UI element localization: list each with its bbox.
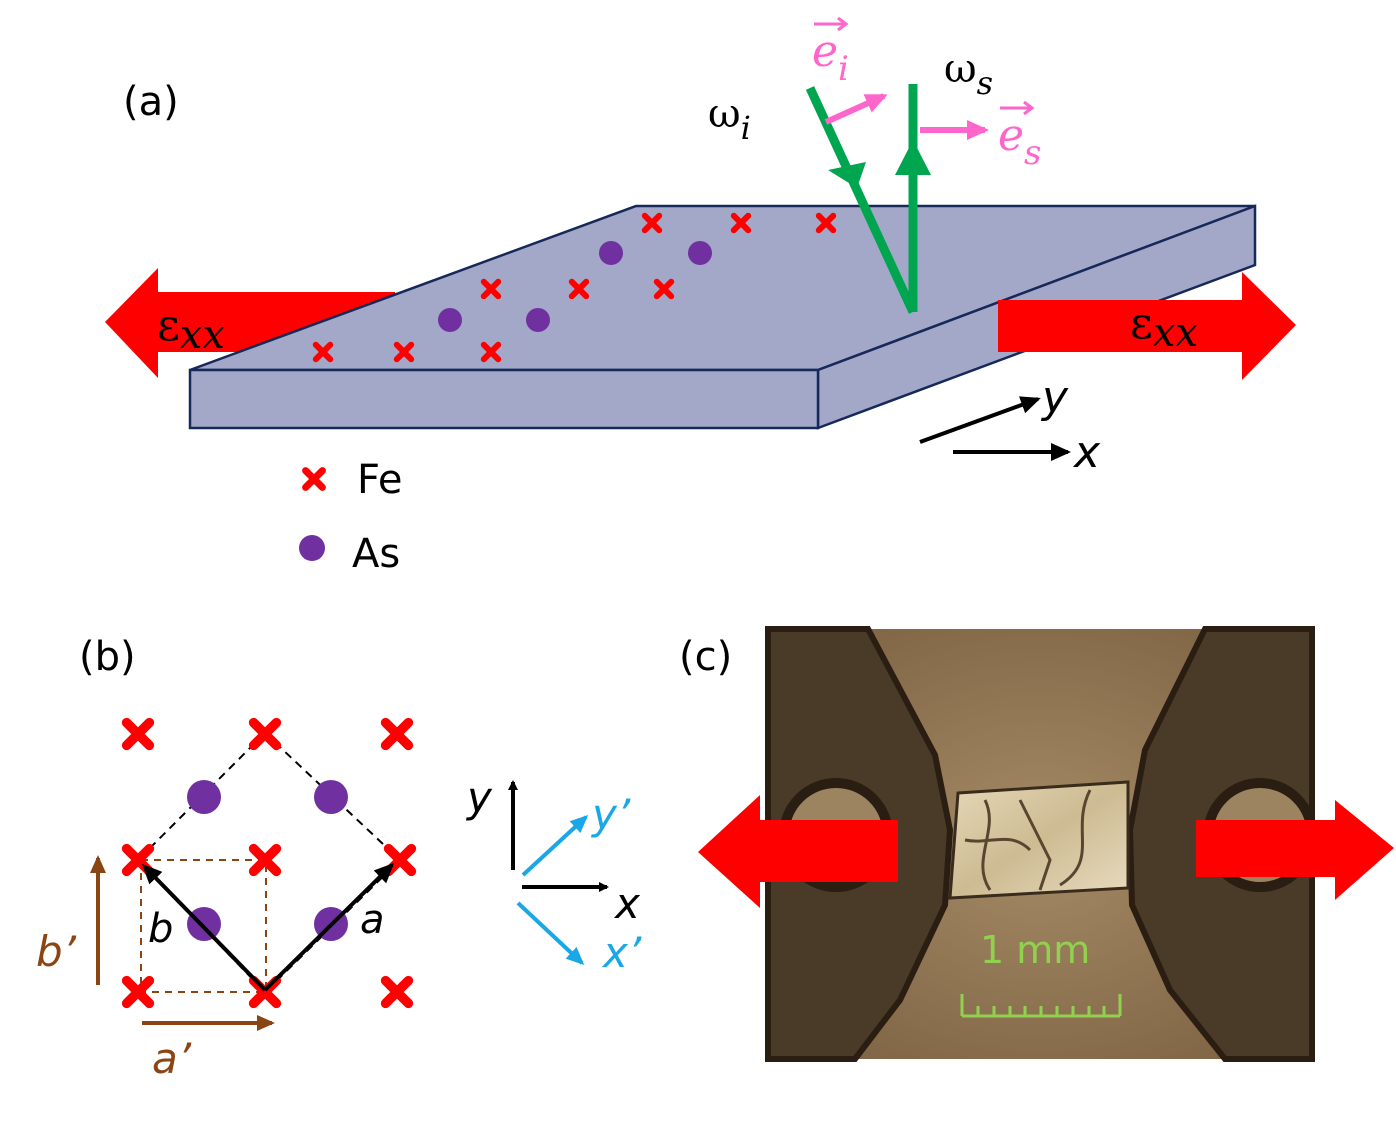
as-atom <box>314 780 348 814</box>
incident-beam <box>805 86 918 314</box>
legend-fe-label: Fe <box>357 457 402 503</box>
lattice-vector-a <box>263 862 395 992</box>
slab-front-face <box>188 368 820 430</box>
as-cell-dashed-square <box>136 731 402 994</box>
as-atom <box>688 241 712 265</box>
strain-arrow-photo-right <box>1196 800 1394 900</box>
fe-atom <box>386 723 409 746</box>
as-atom <box>526 308 550 332</box>
panel-b-label: (b) <box>79 634 136 680</box>
omega-incident-label: ωi <box>708 91 751 147</box>
axis-b-x-label: x <box>613 879 641 928</box>
scale-bar-label: 1 mm <box>980 928 1090 972</box>
svg-text:ei: ei <box>812 26 849 89</box>
axes-a: y x <box>919 372 1101 478</box>
fe-cell-dashed-square <box>140 859 267 993</box>
axis-b-y-prime-label: y’ <box>590 790 631 839</box>
fe-atom <box>389 849 412 872</box>
as-atoms-slab <box>438 241 712 332</box>
e-incident-label: ei <box>812 16 849 89</box>
fe-atom <box>254 723 277 746</box>
scattered-beam <box>895 84 931 312</box>
e-scattered-label: es <box>998 100 1042 173</box>
as-atom <box>438 308 462 332</box>
omega-scattered-label: ωs <box>944 46 993 102</box>
legend: Fe As <box>299 457 402 577</box>
axes-b: y x y’ x’ <box>465 773 642 977</box>
axis-a-y-arrow <box>919 396 1041 444</box>
lattice-b-label: b <box>148 906 173 952</box>
lattice-vector-b <box>141 863 267 992</box>
strain-label-left: εxx <box>157 300 225 358</box>
axis-b-y-label: y <box>465 773 493 822</box>
fe-atom <box>127 723 150 746</box>
lattice-a-label: a <box>360 897 385 943</box>
legend-fe-icon <box>306 471 323 488</box>
scale-bar <box>960 994 1122 1018</box>
strain-arrow-right <box>998 272 1296 380</box>
legend-as-label: As <box>352 531 400 577</box>
axis-b-y-prime-arrow <box>521 814 589 877</box>
panel-a-label: (a) <box>123 79 179 125</box>
crystal-cracks <box>964 789 1092 891</box>
lattice-a-prime-label: a’ <box>152 1034 192 1083</box>
strain-arrow-photo-left <box>698 795 898 908</box>
axis-a-y-label: y <box>1040 372 1069 423</box>
axis-a-x-label: x <box>1072 427 1101 478</box>
sample-photo: 1 mm <box>698 626 1394 1062</box>
axis-b-x-prime-label: x’ <box>601 928 642 977</box>
axis-b-x-prime-arrow <box>516 901 585 966</box>
as-atom <box>599 241 623 265</box>
fe-atoms-lattice <box>127 723 412 1004</box>
panel-c-label: (c) <box>679 634 732 680</box>
legend-as-icon <box>299 535 325 561</box>
polarization-incident-arrow <box>824 93 888 125</box>
strain-label-right: εxx <box>1130 298 1198 356</box>
as-atom <box>187 780 221 814</box>
fe-atom <box>386 981 409 1004</box>
svg-text:es: es <box>998 110 1042 173</box>
lattice-b-prime-label: b’ <box>36 927 77 976</box>
as-atom <box>187 907 221 941</box>
